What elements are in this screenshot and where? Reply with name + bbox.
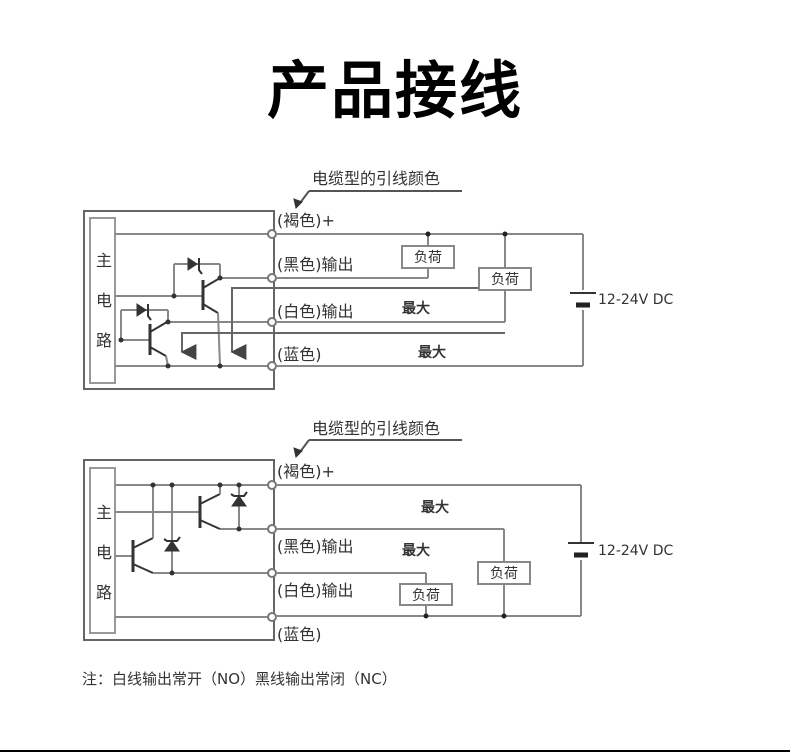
load-label: 负荷 (491, 272, 519, 288)
wire-label-black: (黑色)输出 (277, 255, 354, 274)
load-box (399, 583, 453, 606)
svg-text:路: 路 (96, 583, 112, 602)
load-label: 负荷 (490, 566, 518, 582)
supply-label: 12-24V DC (598, 292, 673, 308)
load-label: 负荷 (412, 588, 440, 604)
leader-arrow-icon (293, 198, 303, 209)
wire-label-blue: (蓝色) (277, 345, 322, 364)
supply-label: 12-24V DC (598, 543, 673, 559)
svg-text:路: 路 (96, 331, 112, 350)
diagram-top-labels: 电缆型的引线颜色 主 电 路 (褐色)+ (黑色)输出 (白色)输出 (蓝色) … (96, 169, 673, 364)
diagram-bottom-labels: 电缆型的引线颜色 主 电 路 (褐色)+ (黑色)输出 (白色)输出 (蓝色) … (96, 419, 673, 644)
note: 注：白线输出常开（NO）黑线输出常闭（NC） (82, 670, 397, 688)
wire-label-black: (黑色)输出 (277, 537, 354, 556)
max-label: 最大 (402, 300, 430, 317)
wire-label-blue: (蓝色) (277, 625, 322, 644)
leader-arrow-icon (293, 447, 303, 458)
caption: 电缆型的引线颜色 (312, 419, 440, 438)
max-label: 最大 (402, 542, 430, 559)
max-label: 最大 (418, 344, 446, 361)
caption: 电缆型的引线颜色 (312, 169, 440, 188)
load-label: 负荷 (414, 250, 442, 266)
svg-text:电: 电 (96, 543, 112, 562)
wire-label-brown: (褐色)+ (277, 462, 335, 481)
load-box (477, 561, 531, 585)
page-title: 产品接线 (266, 54, 523, 127)
wire-label-white: (白色)输出 (277, 302, 354, 321)
bottom-divider (0, 750, 790, 752)
svg-text:主: 主 (96, 251, 112, 270)
wire-label-white: (白色)输出 (277, 581, 354, 600)
svg-text:主: 主 (96, 503, 112, 522)
load-box (401, 245, 455, 269)
max-label: 最大 (421, 499, 449, 516)
diagram-top (83, 190, 596, 390)
load-box (478, 267, 532, 291)
diagram-bottom (83, 439, 594, 641)
svg-text:电: 电 (96, 291, 112, 310)
wire-label-brown: (褐色)+ (277, 211, 335, 230)
